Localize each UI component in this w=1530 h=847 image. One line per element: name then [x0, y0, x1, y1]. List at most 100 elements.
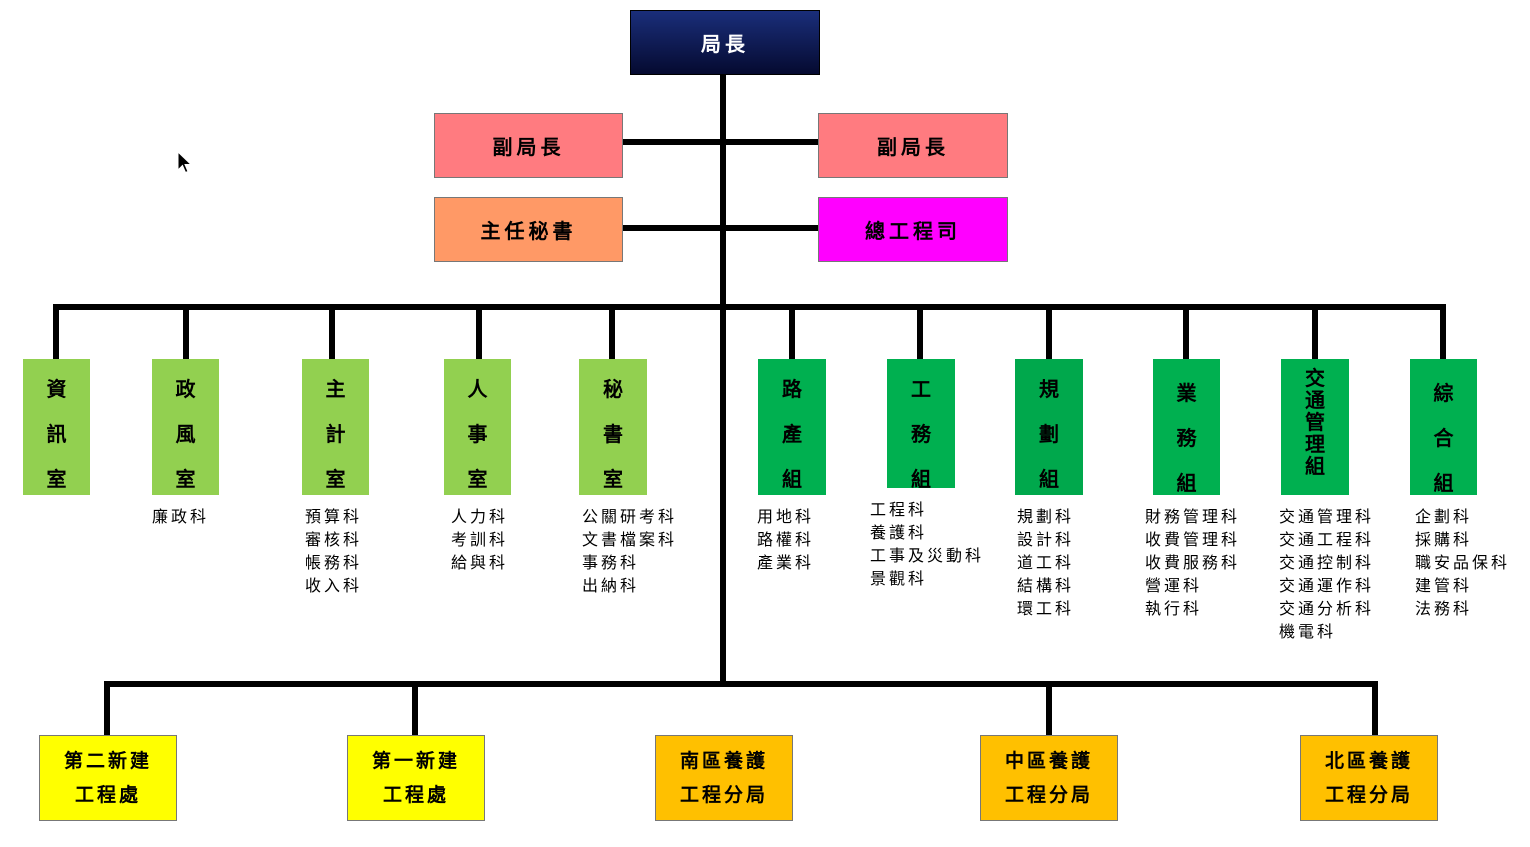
chief-secretary-label: 主任秘書: [480, 219, 577, 243]
trunk-line: [720, 74, 726, 686]
branch-drop-line: [1046, 681, 1052, 736]
branch-label-line1: 南區養護: [679, 750, 768, 772]
office-label: 交通管理組: [1305, 366, 1325, 478]
sub-item: 執行科: [1145, 599, 1203, 618]
sub-item: 帳務科: [305, 553, 363, 572]
sublist-secretariat: 公關研考科 文書檔案科 事務科 出納科: [582, 505, 677, 597]
chief-engineer-label: 總工程司: [865, 219, 961, 243]
sub-item: 企劃科: [1415, 507, 1473, 526]
office-box-traffic: 交通管理組: [1281, 359, 1349, 495]
office-drop-line: [329, 304, 335, 360]
office-box-general: 綜合組: [1410, 359, 1477, 495]
deputy-label: 副局長: [877, 135, 949, 159]
sub-item: 交通工程科: [1279, 530, 1375, 549]
office-label: 綜合組: [1433, 381, 1454, 495]
sub-item: 考訓科: [451, 530, 509, 549]
office-drop-line: [789, 304, 795, 360]
sub-item: 產業科: [757, 553, 815, 572]
sublist-planning: 規劃科 設計科 道工科 結構科 環工科: [1017, 505, 1074, 620]
sub-item: 路權科: [757, 530, 815, 549]
deputy-connector: [622, 139, 819, 145]
sub-item: 交通運作科: [1279, 576, 1375, 595]
sub-item: 法務科: [1415, 599, 1473, 618]
sub-item: 交通管理科: [1279, 507, 1375, 526]
sub-item: 收入科: [305, 576, 363, 595]
sub-item: 營運科: [1145, 576, 1203, 595]
sub-item: 交通控制科: [1279, 553, 1375, 572]
branch-drop-line: [104, 681, 110, 736]
branch-box-second-new: 第二新建 工程處: [39, 735, 177, 821]
sub-item: 廉政科: [152, 507, 210, 526]
offices-bus-line: [53, 304, 1446, 310]
branch-label-line1: 第一新建: [371, 750, 460, 772]
sub-item: 工程科: [870, 500, 928, 519]
sublist-accounting: 預算科 審核科 帳務科 收入科: [305, 505, 362, 597]
sub-item: 規劃科: [1017, 507, 1075, 526]
sub-item: 環工科: [1017, 599, 1075, 618]
sublist-general: 企劃科 採購科 職安品保科 建管科 法務科: [1415, 505, 1510, 620]
office-drop-line: [476, 304, 482, 360]
branch-label-line1: 第二新建: [63, 750, 152, 772]
office-box-business: 業務組: [1153, 359, 1220, 495]
office-label: 人事室: [467, 377, 488, 491]
sub-item: 公關研考科: [582, 507, 678, 526]
sub-item: 景觀科: [870, 569, 928, 588]
office-drop-line: [1440, 304, 1446, 360]
branch-box-north: 北區養護 工程分局: [1300, 735, 1438, 821]
branch-label-line1: 中區養護: [1004, 750, 1093, 772]
sub-item: 文書檔案科: [582, 530, 678, 549]
office-box-info: 資訊室: [23, 359, 90, 495]
office-drop-line: [1183, 304, 1189, 360]
sublist-road-property: 用地科 路權科 產業科: [757, 505, 814, 574]
office-label: 規劃組: [1039, 377, 1059, 491]
sub-item: 採購科: [1415, 530, 1473, 549]
office-box-personnel: 人事室: [444, 359, 511, 495]
branch-label-line2: 工程分局: [679, 784, 768, 806]
office-drop-line: [53, 304, 59, 360]
office-label: 政風室: [175, 377, 196, 491]
sub-item: 用地科: [757, 507, 815, 526]
deputy-box-left: 副局長: [434, 113, 623, 178]
secretary-connector: [622, 225, 819, 231]
sublist-business: 財務管理科 收費管理科 收費服務科 營運科 執行科: [1145, 505, 1240, 620]
sublist-traffic: 交通管理科 交通工程科 交通控制科 交通運作科 交通分析科 機電科: [1279, 505, 1374, 643]
office-drop-line: [1312, 304, 1318, 360]
sub-item: 交通分析科: [1279, 599, 1375, 618]
office-drop-line: [917, 304, 923, 360]
office-drop-line: [183, 304, 189, 360]
sub-item: 審核科: [305, 530, 363, 549]
sublist-personnel: 人力科 考訓科 給與科: [451, 505, 508, 574]
sub-item: 養護科: [870, 523, 928, 542]
branch-label-line1: 北區養護: [1324, 750, 1413, 772]
branch-box-first-new: 第一新建 工程處: [347, 735, 485, 821]
chief-box: 局長: [630, 10, 820, 75]
branch-drop-line: [412, 681, 418, 736]
office-drop-line: [609, 304, 615, 360]
office-box-accounting: 主計室: [302, 359, 369, 495]
office-box-planning: 規劃組: [1015, 359, 1083, 495]
office-label: 主計室: [325, 377, 346, 491]
branch-label-line2: 工程處: [382, 784, 449, 806]
branch-label-line2: 工程處: [74, 784, 141, 806]
sub-item: 建管科: [1415, 576, 1473, 595]
sub-item: 預算科: [305, 507, 363, 526]
sub-item: 財務管理科: [1145, 507, 1241, 526]
sublist-ethics: 廉政科: [152, 505, 209, 528]
sub-item: 出納科: [582, 576, 640, 595]
office-box-ethics: 政風室: [152, 359, 219, 495]
chief-label: 局長: [701, 32, 749, 56]
chief-secretary-box: 主任秘書: [434, 197, 623, 262]
sub-item: 道工科: [1017, 553, 1075, 572]
office-label: 資訊室: [46, 377, 67, 491]
branch-label-line2: 工程分局: [1004, 784, 1093, 806]
office-box-construction: 工務組: [887, 359, 955, 491]
office-label: 業務組: [1176, 381, 1197, 495]
sub-item: 事務科: [582, 553, 640, 572]
sub-item: 人力科: [451, 507, 509, 526]
sub-item: 給與科: [451, 553, 509, 572]
office-box-road-property: 路產組: [758, 359, 826, 495]
branch-box-central: 中區養護 工程分局: [980, 735, 1118, 821]
branches-bus-line: [104, 681, 1378, 687]
branch-label-line2: 工程分局: [1324, 784, 1413, 806]
office-label: 路產組: [782, 377, 802, 491]
